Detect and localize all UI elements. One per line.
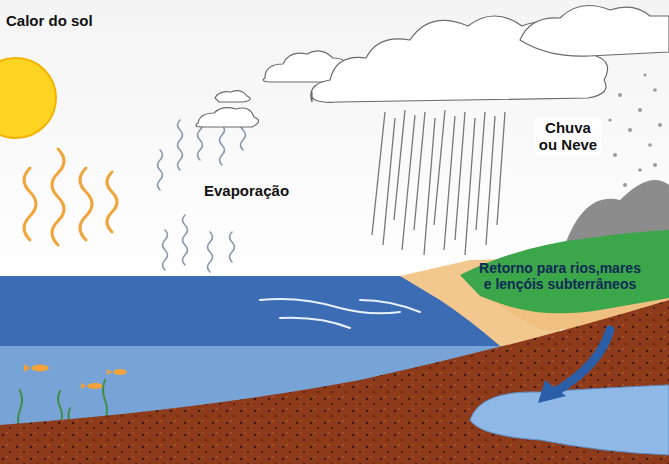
sun: [0, 58, 56, 138]
heat-waves: [24, 149, 117, 245]
sun-label: Calor do sol: [6, 12, 93, 29]
waves: [260, 299, 420, 328]
soil: [0, 300, 669, 464]
groundwater: [470, 385, 669, 455]
infiltration-arrowhead: [538, 380, 566, 403]
return-label: Retorno para rios,mares e lençóis subter…: [474, 260, 646, 292]
evaporation-label: Evaporação: [204, 182, 289, 199]
clouds: [196, 6, 669, 128]
rain: [372, 110, 505, 255]
infiltration-arrow: [555, 330, 610, 392]
snow: [608, 73, 662, 187]
fish: [24, 364, 127, 389]
precipitation-label: Chuva ou Neve: [535, 118, 601, 155]
